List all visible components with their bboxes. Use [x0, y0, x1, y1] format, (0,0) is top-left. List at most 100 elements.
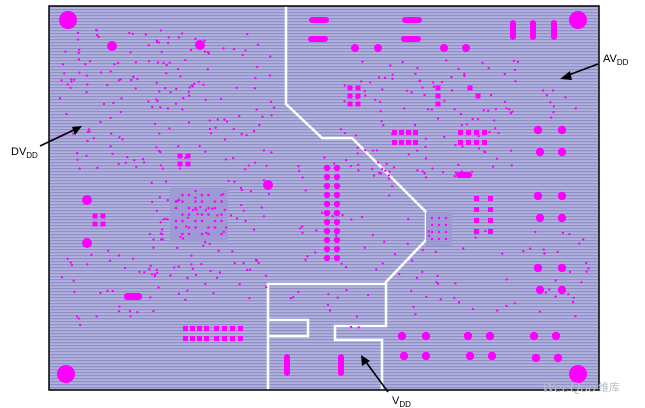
via: [212, 292, 215, 295]
round-pad: [263, 180, 273, 190]
via: [149, 296, 152, 299]
smd-pad: [467, 85, 473, 91]
via: [549, 101, 552, 104]
bga-ball: [207, 226, 210, 229]
via: [77, 317, 80, 320]
smd-pad: [474, 229, 479, 234]
via: [159, 29, 163, 32]
round-pad: [531, 353, 541, 363]
via: [144, 33, 147, 36]
via: [109, 116, 112, 120]
via: [454, 282, 457, 285]
via: [78, 167, 81, 170]
via: [242, 262, 245, 265]
via: [156, 61, 160, 64]
via: [120, 97, 123, 100]
via: [169, 274, 172, 277]
via: [343, 131, 347, 135]
via: [270, 114, 273, 117]
via: [158, 196, 161, 199]
via: [152, 309, 155, 313]
via: [434, 250, 437, 254]
via: [454, 143, 457, 147]
via: [148, 232, 152, 236]
via: [133, 159, 136, 162]
via: [314, 251, 317, 254]
via: [496, 309, 499, 312]
via: [356, 152, 359, 155]
smd-pad: [474, 218, 479, 223]
via: [186, 276, 189, 280]
via: [235, 86, 238, 89]
via: [439, 298, 442, 301]
via: [544, 291, 548, 294]
via: [462, 247, 465, 250]
round-pad: [557, 213, 567, 223]
via: [460, 124, 463, 127]
via: [321, 211, 324, 214]
via: [86, 139, 89, 143]
bga-ball: [213, 200, 217, 203]
round-pad: [535, 213, 545, 223]
via: [85, 91, 88, 94]
round-pad: [465, 351, 475, 361]
via: [387, 174, 391, 177]
via: [421, 86, 424, 89]
round-pad: [557, 285, 567, 295]
connector-pin: [323, 218, 331, 226]
via: [158, 90, 161, 93]
via: [157, 41, 161, 44]
via: [218, 271, 222, 274]
via: [86, 263, 89, 266]
via: [160, 50, 163, 54]
via: [424, 157, 428, 160]
slot-pad: [510, 20, 516, 40]
via: [232, 47, 236, 51]
via: [246, 32, 249, 36]
via: [204, 209, 207, 212]
smd-pad: [214, 326, 219, 331]
via: [132, 75, 135, 79]
via: [108, 259, 112, 262]
round-pad: [551, 331, 561, 341]
bga-ball: [181, 232, 184, 236]
via: [155, 146, 158, 149]
via: [410, 91, 413, 94]
via: [195, 42, 198, 46]
via: [366, 294, 370, 297]
bga-ball: [220, 219, 223, 223]
via: [256, 65, 259, 69]
via: [410, 259, 414, 262]
via: [244, 49, 247, 52]
via: [349, 164, 352, 168]
slot-pad: [309, 17, 329, 23]
via: [374, 98, 377, 102]
round-pad: [533, 263, 543, 273]
via: [306, 255, 309, 258]
via: [161, 228, 164, 231]
via: [152, 238, 155, 241]
via: [414, 72, 417, 76]
smd-pad: [100, 213, 106, 219]
bga-ball: [200, 219, 204, 223]
via: [463, 72, 466, 76]
via: [208, 242, 211, 246]
via: [304, 258, 307, 262]
via: [357, 326, 360, 329]
round-pad: [351, 44, 359, 52]
via: [147, 100, 150, 103]
via: [341, 214, 344, 217]
connector-pin: [323, 173, 331, 181]
via: [161, 167, 164, 170]
via: [173, 266, 176, 269]
via: [64, 50, 67, 53]
via: [70, 78, 73, 81]
connector-pin: [323, 227, 331, 235]
via: [415, 276, 419, 280]
via: [270, 151, 273, 154]
via: [224, 158, 228, 161]
via: [471, 117, 474, 121]
via: [119, 110, 123, 114]
smd-pad: [230, 326, 235, 331]
via: [407, 217, 410, 221]
